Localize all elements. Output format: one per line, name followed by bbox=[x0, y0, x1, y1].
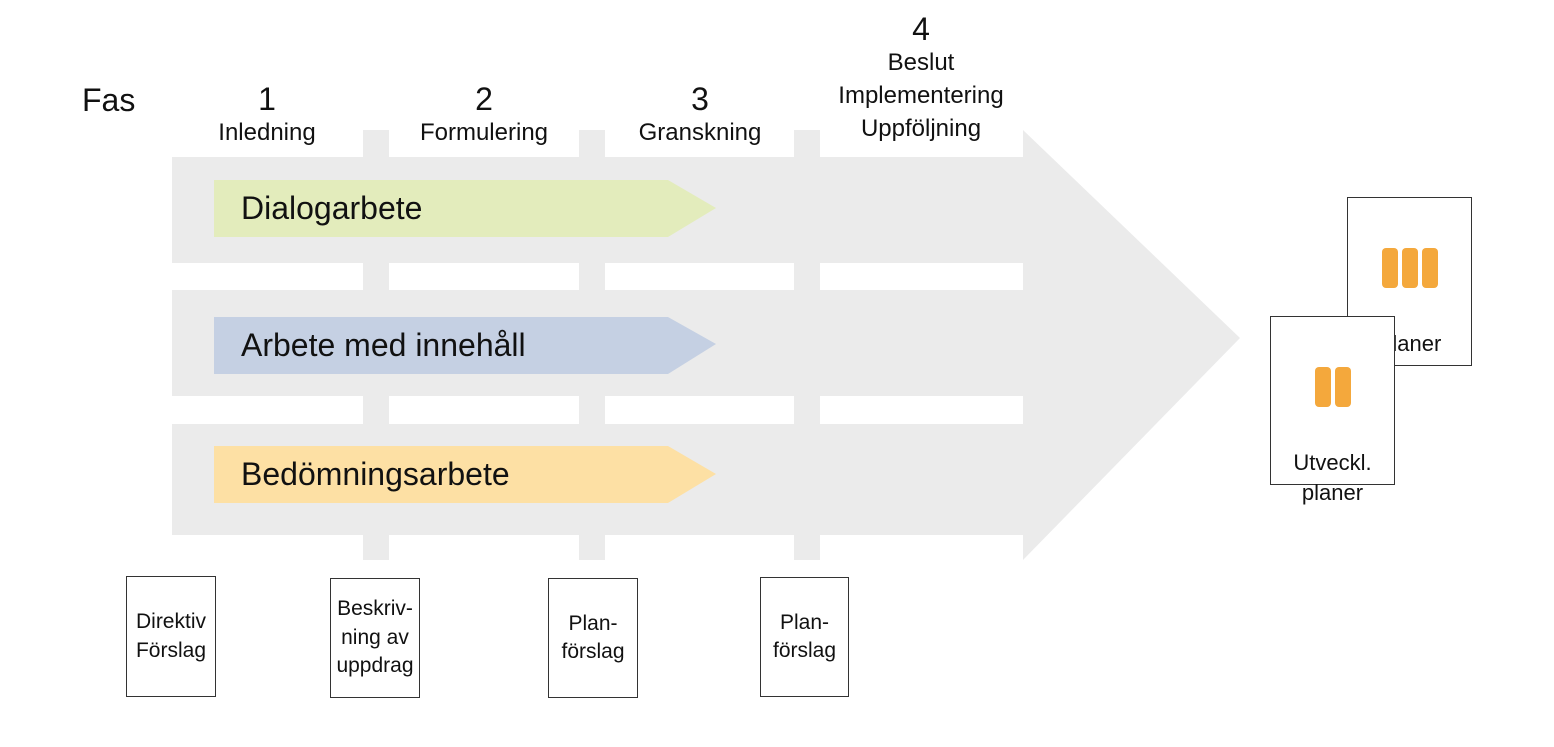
phase-number: 3 bbox=[691, 81, 709, 117]
content-band-arrow bbox=[214, 317, 716, 374]
document-beskrivning-uppdrag: Beskriv- ning av uppdrag bbox=[330, 578, 420, 698]
phase-divider bbox=[794, 130, 820, 560]
phase-number: 2 bbox=[475, 81, 493, 117]
phase-1-header: 1 Inledning bbox=[192, 82, 342, 150]
assessment-band-arrow bbox=[214, 446, 716, 503]
utveckl-planer-card: Utveckl. planer bbox=[1270, 316, 1395, 505]
phase-name: Beslut Implementering Uppföljning bbox=[838, 49, 1004, 142]
dialog-band-label: Dialogarbete bbox=[241, 190, 423, 226]
document-planforslag: Plan- förslag bbox=[760, 577, 849, 697]
document-planforslag: Plan- förslag bbox=[548, 578, 638, 698]
document-direktiv-forslag: Direktiv Förslag bbox=[126, 576, 216, 697]
phase-name: Inledning bbox=[218, 119, 316, 146]
phase-2-header: 2 Formulering bbox=[399, 82, 569, 150]
phase-name: Formulering bbox=[419, 119, 549, 146]
content-band-label: Arbete med innehåll bbox=[241, 327, 526, 363]
phase-4-header: 4 Beslut Implementering Uppföljning bbox=[811, 12, 1031, 145]
utveckl-planer-label: Utveckl. planer bbox=[1293, 450, 1372, 506]
phase-name: Granskning bbox=[638, 119, 762, 146]
assessment-band-label: Bedömningsarbete bbox=[241, 456, 510, 492]
two-bars-icon bbox=[1271, 366, 1394, 407]
phase-3-header: 3 Granskning bbox=[615, 82, 785, 150]
fas-label: Fas bbox=[82, 82, 136, 118]
planer-card: Planer bbox=[1347, 197, 1472, 366]
dialog-band-arrow bbox=[214, 180, 716, 237]
phase-number: 1 bbox=[258, 81, 276, 117]
three-bars-icon bbox=[1348, 247, 1471, 288]
phase-number: 4 bbox=[912, 11, 930, 47]
